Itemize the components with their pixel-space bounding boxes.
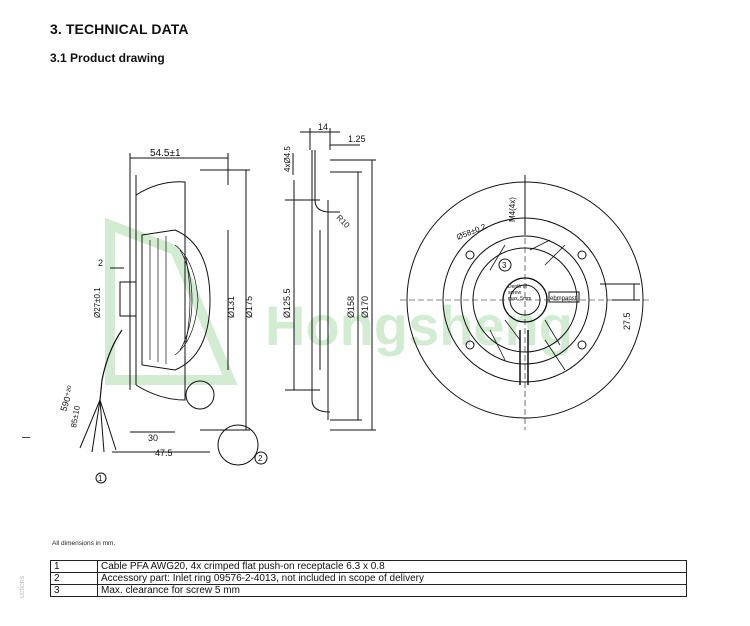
dim-two: 2	[98, 258, 103, 268]
side-view	[79, 153, 259, 466]
dim-t14: 14	[318, 122, 328, 132]
notes-table: 1 Cable PFA AWG20, 4x crimped flat push-…	[50, 560, 687, 597]
section-heading: 3. TECHNICAL DATA	[50, 21, 189, 37]
dim-r10: R10	[335, 213, 352, 230]
note-text: Cable PFA AWG20, 4x crimped flat push-on…	[97, 560, 687, 573]
dim-holes: 4xØ4.5	[283, 146, 292, 172]
watermark-text: Hongsheng	[265, 294, 573, 357]
note-number: 1	[50, 560, 98, 573]
brand-label: ebmpapst	[550, 296, 577, 302]
screw-depth-line-3: max. 5mm	[508, 296, 531, 302]
dim-d58: Ø58±0.2	[455, 222, 487, 242]
callout-1: 1	[98, 474, 103, 483]
margin-tick	[22, 437, 30, 438]
table-row: 1 Cable PFA AWG20, 4x crimped flat push-…	[50, 560, 687, 573]
dim-len47: 47.5	[155, 448, 173, 458]
dim-t125: 1.25	[348, 134, 366, 144]
dim-d27: Ø27±0.1	[93, 287, 102, 318]
section-view	[285, 128, 376, 431]
product-drawing: Hongsheng	[58, 122, 650, 484]
dim-d158: Ø158	[346, 296, 356, 318]
dim-d1255: Ø125.5	[282, 288, 292, 318]
dim-width-54: 54.5±1	[150, 148, 181, 159]
screw-depth-line-2: screw	[508, 290, 521, 296]
side-margin-text: uctions	[19, 575, 26, 598]
watermark: Hongsheng	[105, 217, 573, 385]
dimensions-note: All dimensions in mm.	[52, 540, 116, 547]
dim-d131: Ø131	[226, 296, 236, 318]
note-number: 3	[50, 584, 98, 597]
callout-2: 2	[258, 454, 263, 463]
callout-3: 3	[502, 261, 507, 270]
section-subheading: 3.1 Product drawing	[50, 51, 165, 65]
screw-depth-line-1: Depth of	[508, 284, 528, 290]
dim-275: 27.5	[622, 312, 632, 330]
table-row: 3 Max. clearance for screw 5 mm	[50, 584, 687, 597]
table-row: 2 Accessory part: Inlet ring 09576-2-401…	[50, 572, 687, 585]
note-text: Accessory part: Inlet ring 09576-2-4013,…	[97, 572, 687, 585]
dim-m4: M4(4x)	[508, 197, 517, 222]
note-text: Max. clearance for screw 5 mm	[97, 584, 687, 597]
dim-d170: Ø170	[360, 296, 370, 318]
dim-len85: 85±10	[69, 404, 82, 428]
front-view	[400, 175, 650, 430]
dim-d175: Ø175	[244, 296, 254, 318]
dim-len30: 30	[148, 433, 158, 443]
note-number: 2	[50, 572, 98, 585]
